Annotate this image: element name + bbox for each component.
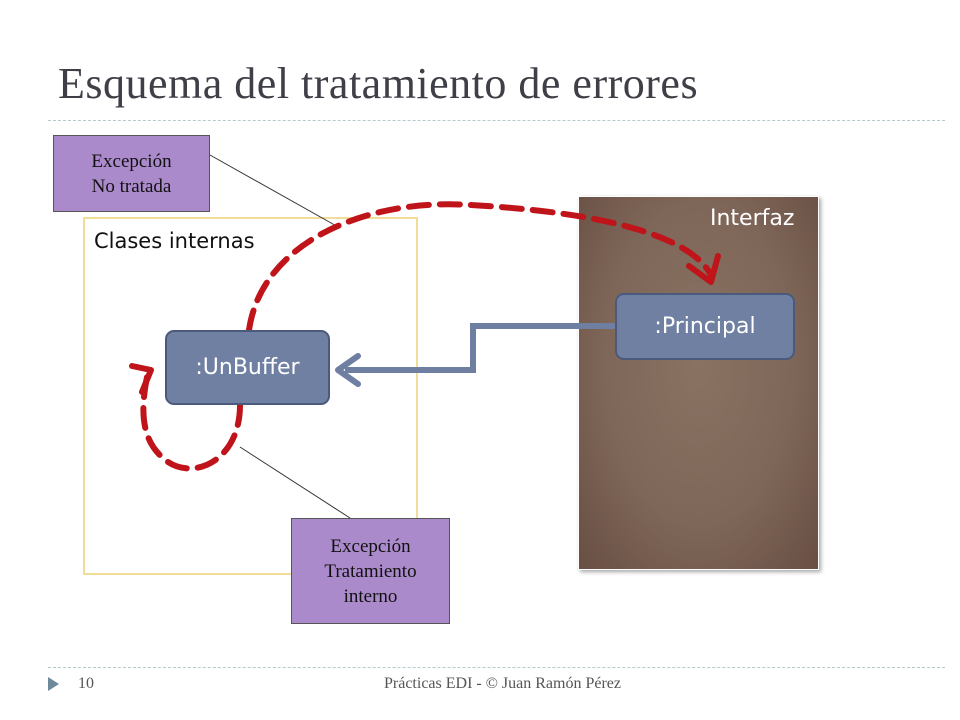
- call-arrow-head: [335, 353, 361, 387]
- internal-exception-arrow: [140, 369, 243, 472]
- untreated-exception-callout: Excepción No tratada: [53, 135, 210, 212]
- internal-callout-leader: [239, 446, 351, 519]
- internal-exception-callout: Excepción Tratamiento interno: [291, 518, 450, 624]
- callout-line: Tratamiento: [324, 560, 417, 582]
- untreated-callout-leader: [209, 154, 341, 229]
- internal-classes-label: Clases internas: [94, 229, 255, 253]
- callout-line: No tratada: [91, 175, 172, 197]
- untreated-exception-arrow: [246, 201, 714, 333]
- callout-line: Excepción: [330, 535, 411, 557]
- footer-credit: Prácticas EDI - © Juan Ramón Pérez: [384, 675, 621, 692]
- unbuffer-node: :UnBuffer: [165, 330, 330, 405]
- principal-node: :Principal: [615, 293, 795, 360]
- page-number: 10: [78, 675, 94, 692]
- footer-divider: [48, 667, 945, 668]
- call-arrow-line: [345, 323, 615, 373]
- untreated-exception-arrowhead: [686, 253, 721, 285]
- footer-arrow-icon: [48, 677, 59, 691]
- slide-title: Esquema del tratamiento de errores: [58, 59, 699, 108]
- callout-line: interno: [343, 585, 398, 607]
- internal-exception-arrowhead: [129, 363, 154, 395]
- title-divider: [48, 120, 945, 121]
- callout-line: Excepción: [91, 150, 172, 172]
- interface-label: Interfaz: [710, 206, 795, 231]
